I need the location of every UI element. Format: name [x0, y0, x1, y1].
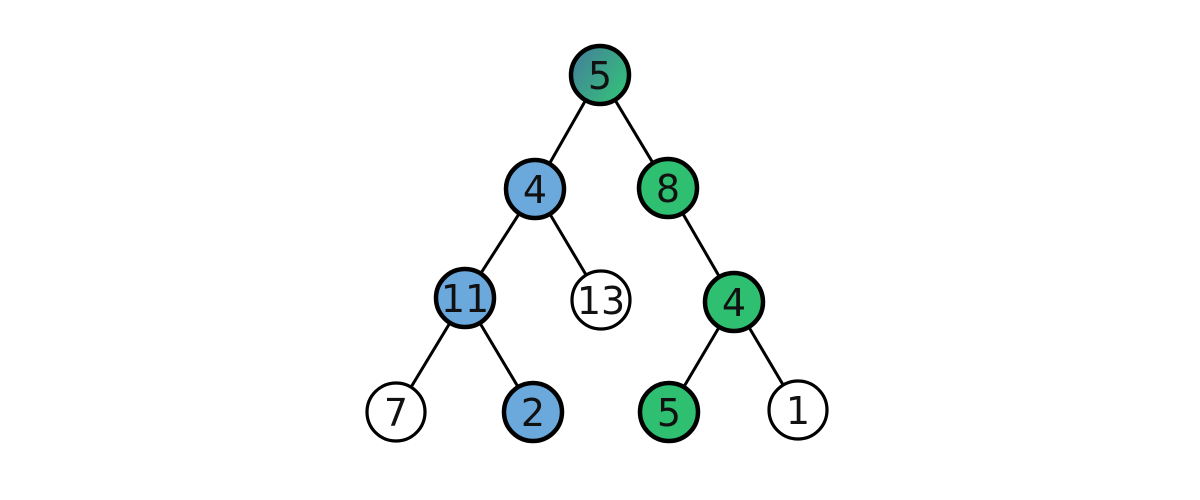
tree-node-lr: 13 [570, 269, 632, 331]
tree-node-label-r: 8 [656, 167, 680, 211]
tree-node-root: 5 [568, 43, 632, 107]
tree-node-circle-lll [365, 381, 427, 443]
tree-node-rr: 4 [702, 270, 766, 334]
tree-node-circle-llr [501, 380, 565, 444]
tree-node-label-lr: 13 [577, 279, 625, 323]
tree-node-r: 8 [636, 156, 700, 220]
tree-node-llr: 2 [501, 380, 565, 444]
tree-node-label-rrl: 5 [657, 391, 681, 435]
tree-node-rrl: 5 [637, 380, 701, 444]
tree-node-circle-ll [433, 266, 497, 330]
tree-node-label-llr: 2 [521, 391, 545, 435]
tree-node-label-rrr: 1 [786, 389, 810, 433]
tree-node-l: 4 [503, 157, 567, 221]
tree-node-rrr: 1 [767, 379, 829, 441]
tree-node-circle-rrr [767, 379, 829, 441]
tree-node-label-lll: 7 [384, 391, 408, 435]
tree-node-lll: 7 [365, 381, 427, 443]
tree-node-circle-lr [570, 269, 632, 331]
tree-node-circle-root [568, 43, 632, 107]
tree-node-label-root: 5 [588, 54, 612, 98]
tree-node-circle-rr [702, 270, 766, 334]
tree-node-circle-rrl [637, 380, 701, 444]
tree-node-label-l: 4 [523, 168, 547, 212]
tree-node-label-ll: 11 [441, 277, 489, 321]
tree-node-circle-r [636, 156, 700, 220]
tree-node-label-rr: 4 [722, 281, 746, 325]
tree-node-ll: 11 [433, 266, 497, 330]
tree-node-circle-l [503, 157, 567, 221]
